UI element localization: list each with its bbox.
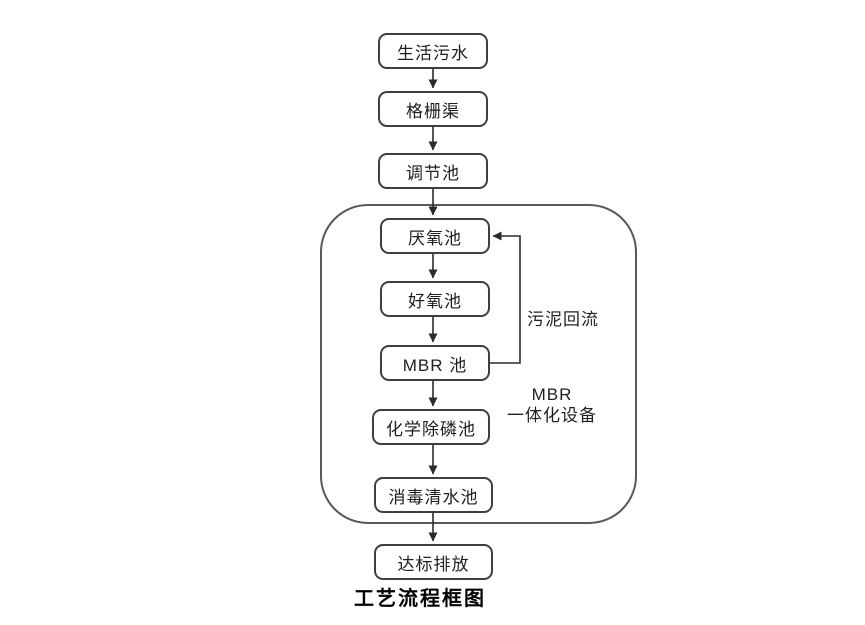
node-label: 消毒清水池: [388, 487, 479, 507]
node-aerobic-tank: 好氧池: [380, 281, 490, 317]
node-anaerobic-tank: 厌氧池: [380, 218, 490, 254]
node-label: MBR 池: [402, 355, 468, 375]
sludge-return-label: 污泥回流: [527, 310, 599, 329]
node-label: 厌氧池: [408, 228, 462, 248]
mbr-integrated-unit-boundary: [320, 204, 637, 524]
mbr-unit-label: MBR 一体化设备: [500, 384, 604, 426]
node-label: 化学除磷池: [386, 419, 476, 439]
diagram-title: 工艺流程框图: [354, 588, 486, 610]
mbr-unit-label-line1: MBR: [531, 385, 573, 404]
node-label: 好氧池: [408, 291, 462, 311]
node-label: 格栅渠: [406, 101, 460, 121]
node-disinfection-clear-water-tank: 消毒清水池: [374, 477, 493, 513]
node-label: 生活污水: [397, 43, 469, 63]
node-label: 达标排放: [397, 554, 470, 574]
node-domestic-sewage: 生活污水: [378, 33, 488, 69]
node-mbr-tank: MBR 池: [380, 345, 490, 381]
node-grid-channel: 格栅渠: [378, 91, 488, 127]
node-chemical-phosphorus-removal-tank: 化学除磷池: [372, 409, 490, 445]
node-standard-discharge: 达标排放: [374, 544, 493, 580]
node-regulating-tank: 调节池: [378, 153, 488, 189]
mbr-unit-label-line2: 一体化设备: [507, 406, 597, 425]
node-label: 调节池: [406, 163, 460, 183]
